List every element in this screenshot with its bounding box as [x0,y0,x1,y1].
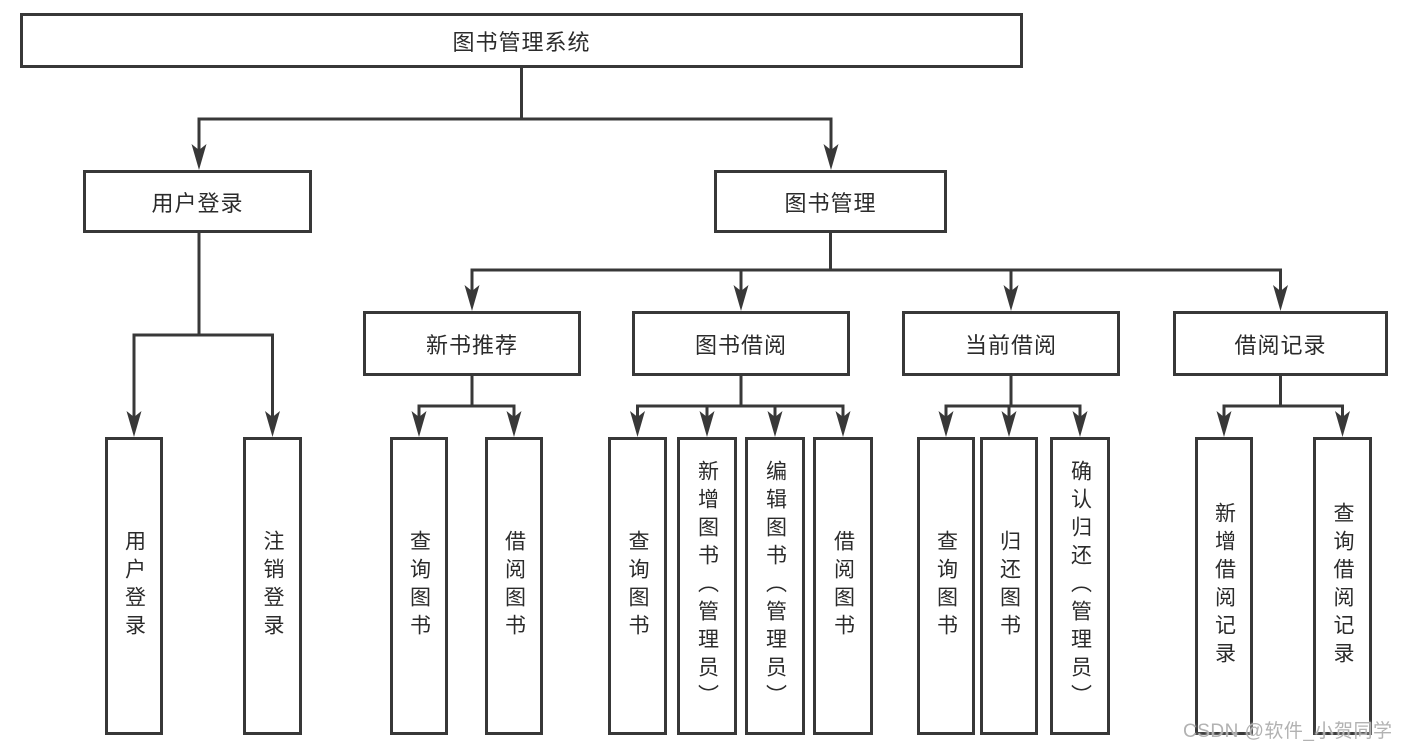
arrowhead-icon [733,285,749,311]
arrowhead-icon [699,411,715,437]
arrowhead-icon [938,411,954,437]
connector-path [417,374,516,421]
leaf-cb-confirm-return-admin: 确认归还（管理员） [1050,437,1110,735]
connector-path [197,66,833,154]
node-book-borrowing: 图书借阅 [632,311,850,376]
arrowhead-icon [835,411,851,437]
leaf-cb-confirm-return-admin-label: 确认归还（管理员） [1068,460,1092,712]
arrowhead-icon [823,144,839,170]
leaf-bb-edit-books-admin-label: 编辑图书（管理员） [763,460,787,712]
leaf-user-login: 用户登录 [105,437,163,735]
leaf-bb-query-books: 查询图书 [608,437,667,735]
connector-path [944,374,1082,421]
leaf-cb-query-books: 查询图书 [917,437,975,735]
arrowhead-icon [630,411,645,437]
leaf-cb-query-books-label: 查询图书 [934,530,958,642]
leaf-bb-add-books-admin-label: 新增图书（管理员） [695,460,719,712]
arrowhead-icon [1001,411,1017,437]
leaf-logout: 注销登录 [243,437,302,735]
leaf-bb-borrow-books-label: 借阅图书 [831,530,855,642]
leaf-bb-edit-books-admin: 编辑图书（管理员） [745,437,805,735]
leaf-bb-add-books-admin: 新增图书（管理员） [677,437,737,735]
node-user-login-group: 用户登录 [83,170,312,233]
leaf-logout-label: 注销登录 [261,530,284,642]
arrowhead-icon [265,411,280,437]
arrowhead-icon [126,411,142,437]
arrowhead-icon [1216,411,1232,437]
arrowhead-icon [1335,411,1350,437]
node-borrowing-records: 借阅记录 [1173,311,1388,376]
leaf-br-add-record: 新增借阅记录 [1195,437,1253,735]
leaf-nbr-query-books-label: 查询图书 [407,530,431,642]
leaf-cb-return-books-label: 归还图书 [997,530,1021,642]
leaf-br-query-record-label: 查询借阅记录 [1331,502,1354,670]
arrowhead-icon [1273,285,1288,311]
leaf-user-login-label: 用户登录 [122,530,146,642]
connector-path [132,231,274,421]
arrowhead-icon [191,144,207,170]
connector-path [470,231,1282,295]
arrowhead-icon [1072,411,1088,437]
node-root-library-management-system: 图书管理系统 [20,13,1023,68]
arrowhead-icon [411,411,427,437]
node-current-borrowing: 当前借阅 [902,311,1120,376]
connector-path [636,374,845,421]
arrowhead-icon [506,411,522,437]
arrowhead-icon [464,285,480,311]
leaf-nbr-borrow-books-label: 借阅图书 [502,530,526,642]
leaf-br-add-record-label: 新增借阅记录 [1212,502,1236,670]
leaf-nbr-query-books: 查询图书 [390,437,448,735]
arrowhead-icon [767,411,783,437]
node-book-management: 图书管理 [714,170,947,233]
leaf-nbr-borrow-books: 借阅图书 [485,437,543,735]
arrowhead-icon [1003,285,1019,311]
leaf-cb-return-books: 归还图书 [980,437,1038,735]
leaf-bb-query-books-label: 查询图书 [626,530,649,642]
leaf-bb-borrow-books: 借阅图书 [813,437,873,735]
connector-path [1222,374,1344,421]
node-new-book-recommend: 新书推荐 [363,311,581,376]
csdn-watermark: CSDN @软件_小贺同学 [1183,721,1393,742]
leaf-br-query-record: 查询借阅记录 [1313,437,1372,735]
